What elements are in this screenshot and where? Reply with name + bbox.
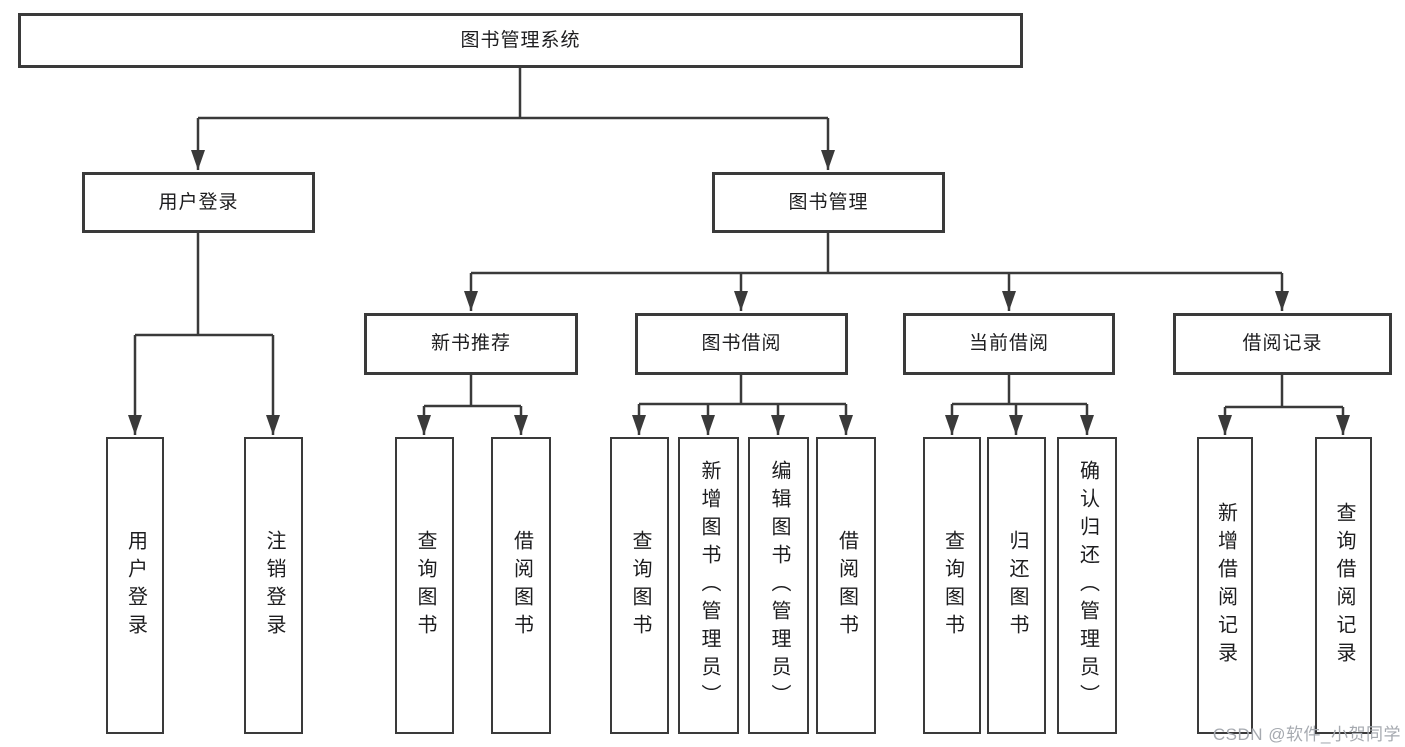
leaf-query-book-current: 查询图书 — [923, 437, 981, 734]
node-book-management: 图书管理 — [712, 172, 945, 233]
leaf-logout-login: 注销登录 — [244, 437, 303, 734]
leaf-edit-book-admin: 编辑图书（管理员） — [748, 437, 809, 734]
node-new-book-recommend: 新书推荐 — [364, 313, 578, 375]
leaf-query-borrow-record: 查询借阅记录 — [1315, 437, 1372, 734]
leaf-query-book-borrow: 查询图书 — [610, 437, 669, 734]
leaf-user-login: 用户登录 — [106, 437, 164, 734]
node-library-management-system: 图书管理系统 — [18, 13, 1023, 68]
leaf-borrow-book: 借阅图书 — [816, 437, 876, 734]
leaf-return-book: 归还图书 — [987, 437, 1046, 734]
leaf-confirm-return-admin: 确认归还（管理员） — [1057, 437, 1117, 734]
node-user-login: 用户登录 — [82, 172, 315, 233]
leaf-add-borrow-record: 新增借阅记录 — [1197, 437, 1253, 734]
node-borrow-record: 借阅记录 — [1173, 313, 1392, 375]
node-book-borrow: 图书借阅 — [635, 313, 848, 375]
csdn-watermark: CSDN @软件_小贺同学 — [1212, 725, 1401, 744]
node-current-borrow: 当前借阅 — [903, 313, 1115, 375]
leaf-borrow-book-recommend: 借阅图书 — [491, 437, 551, 734]
leaf-query-book-recommend: 查询图书 — [395, 437, 454, 734]
leaf-add-book-admin: 新增图书（管理员） — [678, 437, 739, 734]
